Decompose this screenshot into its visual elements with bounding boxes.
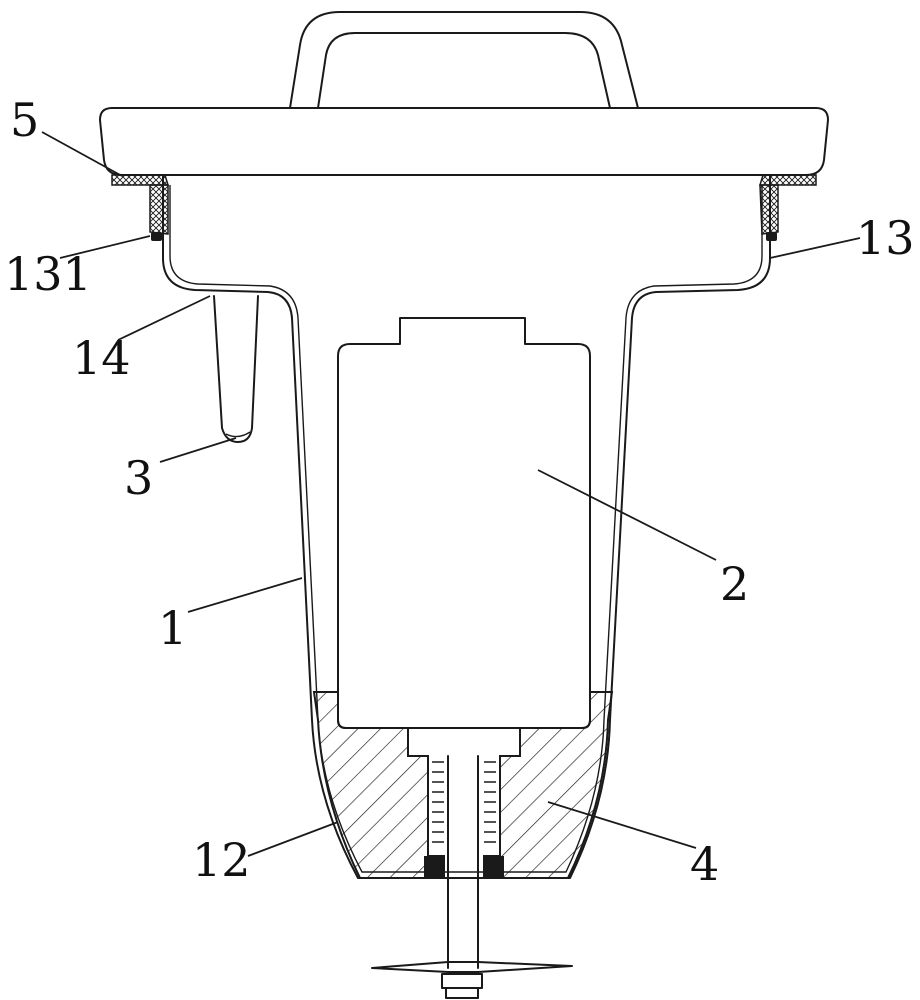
lid [100,108,828,175]
label-13: 13 [856,211,915,265]
inner-vessel [338,318,590,728]
label-131: 131 [4,247,92,301]
label-14: 14 [72,331,131,385]
leader-14 [118,296,210,340]
label-2: 2 [720,557,749,611]
label-5: 5 [10,93,39,147]
label-1: 1 [158,601,187,655]
label-3: 3 [124,451,153,505]
seal-ring [112,175,816,234]
cup-body [163,175,770,878]
blade [372,962,572,998]
base-block [314,692,612,878]
spout [214,296,258,442]
label-4: 4 [690,837,719,891]
leader-1 [188,578,302,612]
leader-lines [42,132,860,856]
gasket [151,232,777,241]
leader-3 [160,438,236,462]
shaft-assembly [424,756,504,968]
leader-12 [248,822,338,856]
handle [290,12,638,108]
leader-13 [770,238,860,258]
label-12: 12 [192,833,251,887]
leader-5 [42,132,122,176]
leader-2 [538,470,716,560]
